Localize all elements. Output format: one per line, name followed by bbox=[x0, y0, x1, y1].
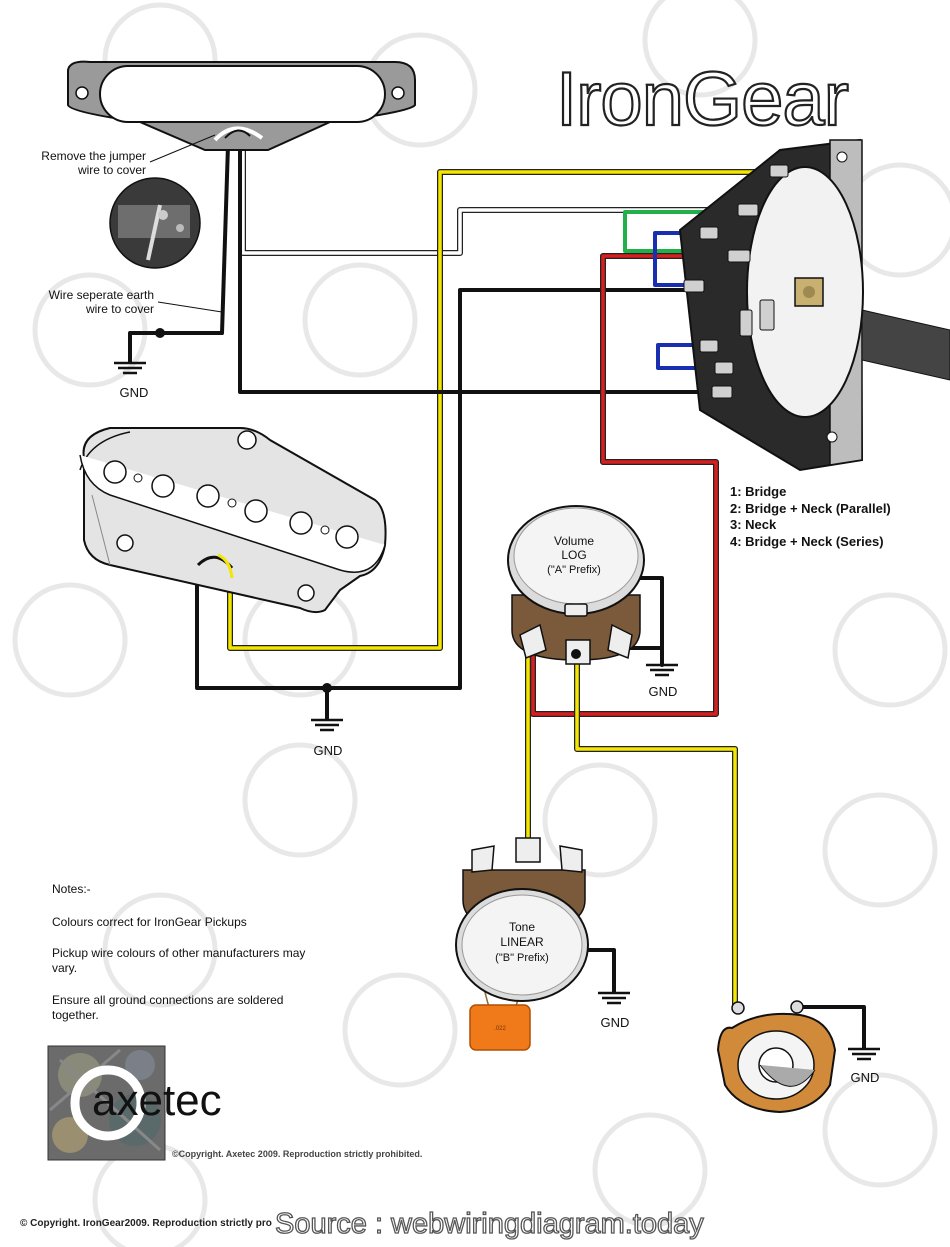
volume-label: Volume bbox=[554, 534, 594, 548]
tone-label: Tone bbox=[509, 920, 535, 934]
bridge-pickup bbox=[79, 427, 387, 614]
switch-position-2: 2: Bridge + Neck (Parallel) bbox=[730, 500, 891, 516]
earth-note-line1: Wire seperate earth bbox=[49, 288, 154, 302]
tone-prefix: ("B" Prefix) bbox=[495, 952, 549, 964]
switch-position-4: 4: Bridge + Neck (Series) bbox=[730, 533, 884, 549]
output-jack bbox=[716, 1000, 837, 1114]
jumper-note-line2: wire to cover bbox=[77, 163, 146, 177]
ground-symbol-bridge bbox=[311, 718, 343, 732]
gnd-label-bridge: GND bbox=[314, 743, 343, 758]
black-wire-neck bbox=[238, 146, 724, 394]
irongear-copyright: © Copyright. IronGear2009. Reproduction … bbox=[20, 1218, 272, 1229]
note-item-3: Ensure all ground connections are solder… bbox=[52, 993, 284, 1022]
ground-symbol-neck bbox=[114, 361, 146, 375]
irongear-brand-logo: IronGear bbox=[555, 56, 850, 143]
ground-symbol-volume bbox=[646, 663, 678, 677]
jumper-arrow bbox=[149, 134, 216, 163]
ground-symbol-jack bbox=[848, 1047, 880, 1061]
switch-position-1: 1: Bridge bbox=[730, 484, 787, 499]
gnd-label-neck: GND bbox=[120, 385, 149, 400]
switch-position-3: 3: Neck bbox=[730, 517, 777, 532]
tone-pot-label: Tone LINEAR ("B" Prefix) bbox=[495, 920, 549, 964]
volume-taper: LOG bbox=[561, 548, 586, 562]
neck-pickup bbox=[67, 60, 416, 151]
axetec-copyright: ©Copyright. Axetec 2009. Reproduction st… bbox=[172, 1149, 423, 1159]
tone-pot bbox=[455, 837, 589, 1002]
earth-note-line2: wire to cover bbox=[85, 302, 154, 316]
switch-positions-legend: 1: Bridge 2: Bridge + Neck (Parallel) 3:… bbox=[730, 484, 891, 550]
axetec-logo-text: axetec bbox=[92, 1076, 222, 1125]
pickup-notes: Remove the jumper wire to cover Wire sep… bbox=[41, 149, 154, 316]
notes-title: Notes:- bbox=[52, 882, 91, 896]
jumper-photo bbox=[109, 177, 201, 269]
source-watermark: Source : webwiringdiagram.today bbox=[274, 1207, 704, 1240]
volume-pot-label: Volume LOG ("A" Prefix) bbox=[547, 534, 601, 576]
gnd-label-volume: GND bbox=[649, 684, 678, 699]
note-item-2: Pickup wire colours of other manufacture… bbox=[52, 946, 306, 975]
capacitor: .022 bbox=[469, 1004, 531, 1051]
axetec-logo bbox=[47, 1045, 166, 1161]
ground-symbol-tone bbox=[598, 991, 630, 1005]
note-item-1: Colours correct for IronGear Pickups bbox=[52, 915, 247, 929]
blue-jumper-2 bbox=[656, 343, 724, 370]
earth-arrow bbox=[157, 301, 223, 313]
gnd-labels: GND GND GND GND GND bbox=[120, 385, 880, 1085]
four-way-switch bbox=[678, 138, 950, 472]
jack-ground-wire bbox=[795, 1005, 866, 1050]
ground-symbols bbox=[114, 361, 880, 1061]
svg-text:.022: .022 bbox=[494, 1026, 506, 1032]
volume-pot bbox=[507, 505, 645, 665]
gnd-label-tone: GND bbox=[601, 1015, 630, 1030]
volume-prefix: ("A" Prefix) bbox=[547, 564, 601, 576]
jumper-note-line1: Remove the jumper bbox=[41, 149, 146, 163]
gnd-label-jack: GND bbox=[851, 1070, 880, 1085]
tone-taper: LINEAR bbox=[500, 935, 544, 949]
white-wire bbox=[240, 142, 753, 256]
background-watermark bbox=[12, 0, 950, 1247]
